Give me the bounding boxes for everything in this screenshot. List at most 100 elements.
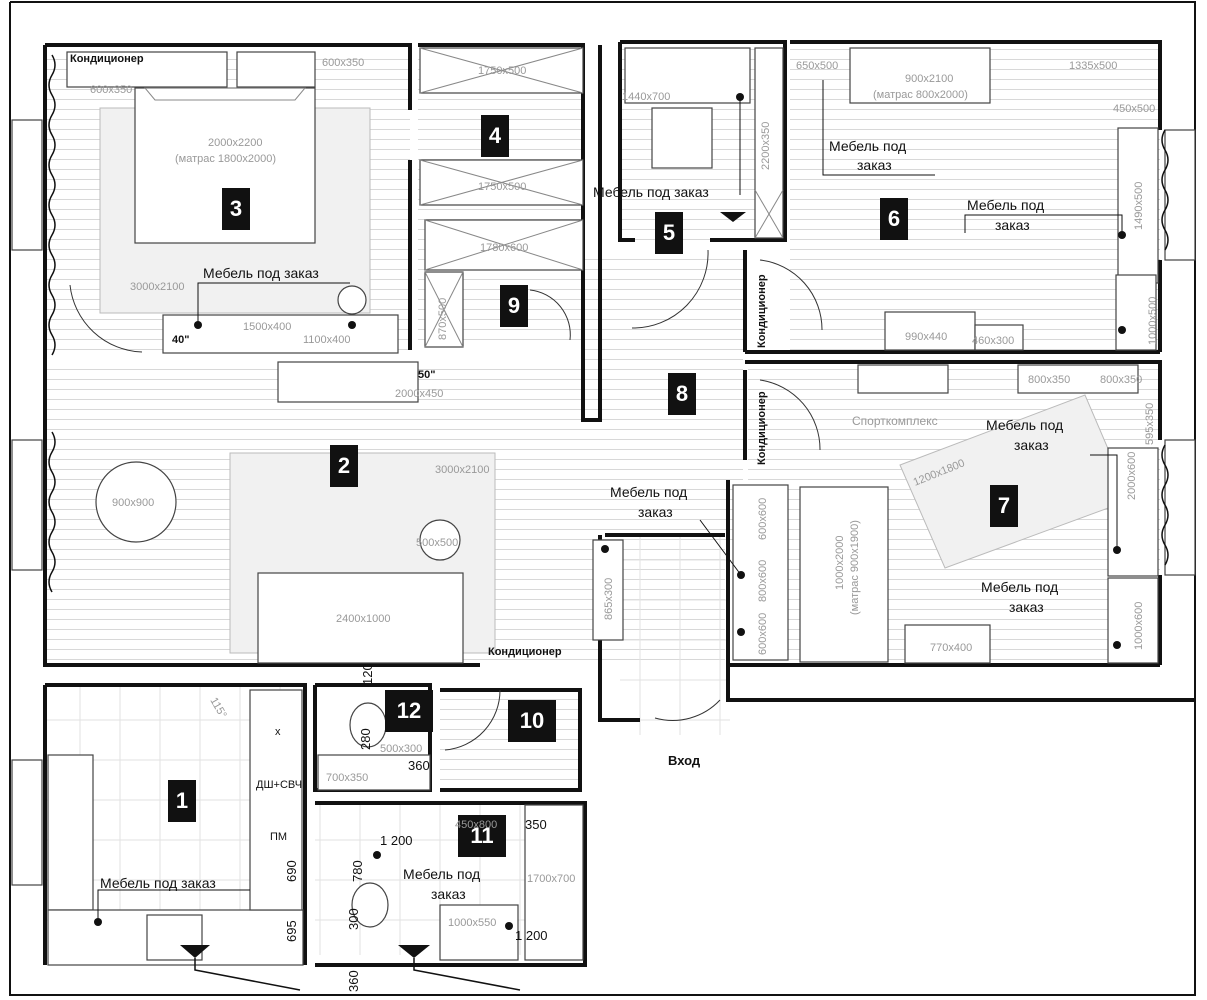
living-furniture — [95, 361, 496, 664]
room-7-badge — [990, 485, 1018, 527]
dimension-labels: 600x350 600x350 2000x2200 (матрас 1800x2… — [90, 57, 1159, 992]
room-4-badge — [481, 115, 509, 157]
dim-360-a: 360 — [408, 758, 430, 773]
room-9-badge — [500, 285, 528, 327]
dim-595x350: 595x350 — [1144, 403, 1156, 445]
connection-dots — [94, 93, 1126, 930]
room-3-number: 3 — [230, 196, 242, 221]
dim-rug-bedroom: 3000x2100 — [130, 281, 184, 293]
dim-1200-a: 1 200 — [380, 833, 413, 848]
dim-1490x500: 1490x500 — [1133, 182, 1145, 230]
custom-furniture-room7-a-line2: заказ — [1014, 437, 1049, 453]
dim-600x350-a: 600x350 — [322, 57, 364, 69]
dim-1440x700: 1440x700 — [622, 91, 670, 103]
dim-1750x500-b: 1750x500 — [478, 181, 526, 193]
leader-lines — [97, 80, 1123, 922]
dim-1000x550: 1000x550 — [448, 917, 496, 929]
curtains — [48, 54, 1169, 593]
dim-bed-mattress: (матрас 1800x2000) — [175, 153, 276, 165]
custom-furniture-bedroom: Мебель под заказ — [203, 265, 319, 281]
custom-furniture-study: Мебель под заказ — [593, 184, 709, 200]
dim-1000x500: 1000x500 — [1147, 297, 1159, 345]
custom-furniture-kitchen: Мебель под заказ — [100, 875, 216, 891]
dim-1750x500-a: 1750x500 — [478, 65, 526, 77]
custom-furniture-room7-b-line2: заказ — [1009, 599, 1044, 615]
dim-350: 350 — [525, 817, 547, 832]
ac-label-room7: Кондиционер — [756, 391, 768, 465]
dim-360-b: 360 — [346, 970, 361, 992]
appliance-label-dw: ПМ — [270, 831, 287, 843]
custom-furniture-room6-b-line1: Мебель под — [967, 197, 1044, 213]
dim-2400x1000: 2400x1000 — [336, 613, 390, 625]
dim-300: 300 — [346, 908, 361, 930]
labels: Кондиционер Кондиционер Кондиционер Конд… — [70, 53, 1063, 902]
dim-650x500: 650x500 — [796, 60, 838, 72]
dim-690: 690 — [284, 860, 299, 882]
cabinet-mark: x — [275, 726, 281, 738]
room-12-badge — [385, 690, 433, 732]
dim-rug-living: 3000x2100 — [435, 464, 489, 476]
dim-2000x600: 2000x600 — [1126, 452, 1138, 500]
room-3-badge — [222, 188, 250, 230]
bathroom-fixtures — [317, 702, 584, 961]
dim-2000x450: 2000x450 — [395, 388, 443, 400]
custom-furniture-room7-a-line1: Мебель под — [986, 417, 1063, 433]
dim-1700x700: 1700x700 — [527, 873, 575, 885]
dim-mattress-800: (матрас 800x2000) — [873, 89, 968, 101]
room-12-number: 12 — [397, 698, 421, 723]
room6-furniture — [849, 47, 1159, 351]
room-8-badge — [668, 373, 696, 415]
room-5-number: 5 — [663, 220, 675, 245]
dim-900x900: 900x900 — [112, 497, 154, 509]
room-2-number: 2 — [338, 453, 350, 478]
walls — [9, 1, 1196, 996]
custom-furniture-room6-a-line2: заказ — [857, 157, 892, 173]
room-10-number: 10 — [520, 708, 544, 733]
ac-label-bedroom: Кондиционер — [70, 53, 144, 65]
custom-furniture-bath-line1: Мебель под — [403, 866, 480, 882]
dim-1500x400: 1500x400 — [243, 321, 291, 333]
room-6-number: 6 — [888, 206, 900, 231]
tv-50-label: 50" — [418, 369, 435, 381]
custom-furniture-room6-a-line1: Мебель под — [829, 138, 906, 154]
entrance-label: Вход — [668, 753, 701, 768]
arrow-markers — [180, 945, 521, 991]
dim-600x600-b: 600x600 — [757, 613, 769, 655]
dim-800x350-a: 800x350 — [1028, 374, 1070, 386]
custom-furniture-entry-line2: заказ — [638, 504, 673, 520]
dim-900x2100: 900x2100 — [905, 73, 953, 85]
room-numbers: 1 2 3 4 5 6 7 8 9 10 11 12 — [168, 115, 1018, 857]
dim-1000x600: 1000x600 — [1133, 602, 1145, 650]
room-2-badge — [330, 445, 358, 487]
ac-label-living: Кондиционер — [488, 646, 562, 658]
dim-460x300: 460x300 — [972, 335, 1014, 347]
custom-furniture-room7-b-line1: Мебель под — [981, 579, 1058, 595]
room-4-number: 4 — [489, 123, 502, 148]
dim-700x350: 700x350 — [326, 772, 368, 784]
sport-complex-label: Спорткомплекс — [852, 414, 938, 428]
study-furniture — [624, 47, 784, 239]
dim-1100x400: 1100x400 — [303, 334, 351, 346]
room-9-number: 9 — [508, 293, 520, 318]
dim-1000x2000: 1000x2000 — [834, 536, 846, 590]
dim-865x300: 865x300 — [603, 578, 615, 620]
room-1-number: 1 — [176, 788, 188, 813]
dim-990x440: 990x440 — [905, 331, 947, 343]
appliance-label-dw-mw: ДШ+СВЧ — [256, 779, 302, 791]
room-7-number: 7 — [998, 493, 1010, 518]
dim-600x350-b: 600x350 — [90, 84, 132, 96]
custom-furniture-entry-line1: Мебель под — [610, 484, 687, 500]
custom-furniture-room6-b-line2: заказ — [995, 217, 1030, 233]
custom-furniture-bath-line2: заказ — [431, 886, 466, 902]
doors — [69, 249, 823, 751]
dim-mattress-900: (матрас 900x1900) — [849, 520, 861, 615]
room7-furniture — [799, 364, 1159, 664]
dim-780: 780 — [350, 860, 365, 882]
dim-450x500: 450x500 — [1113, 103, 1155, 115]
ac-label-room6: Кондиционер — [756, 274, 768, 348]
dim-695: 695 — [284, 920, 299, 942]
room-11-number: 11 — [470, 823, 493, 848]
room-1-badge — [168, 780, 196, 822]
tv-40-label: 40" — [172, 334, 189, 346]
